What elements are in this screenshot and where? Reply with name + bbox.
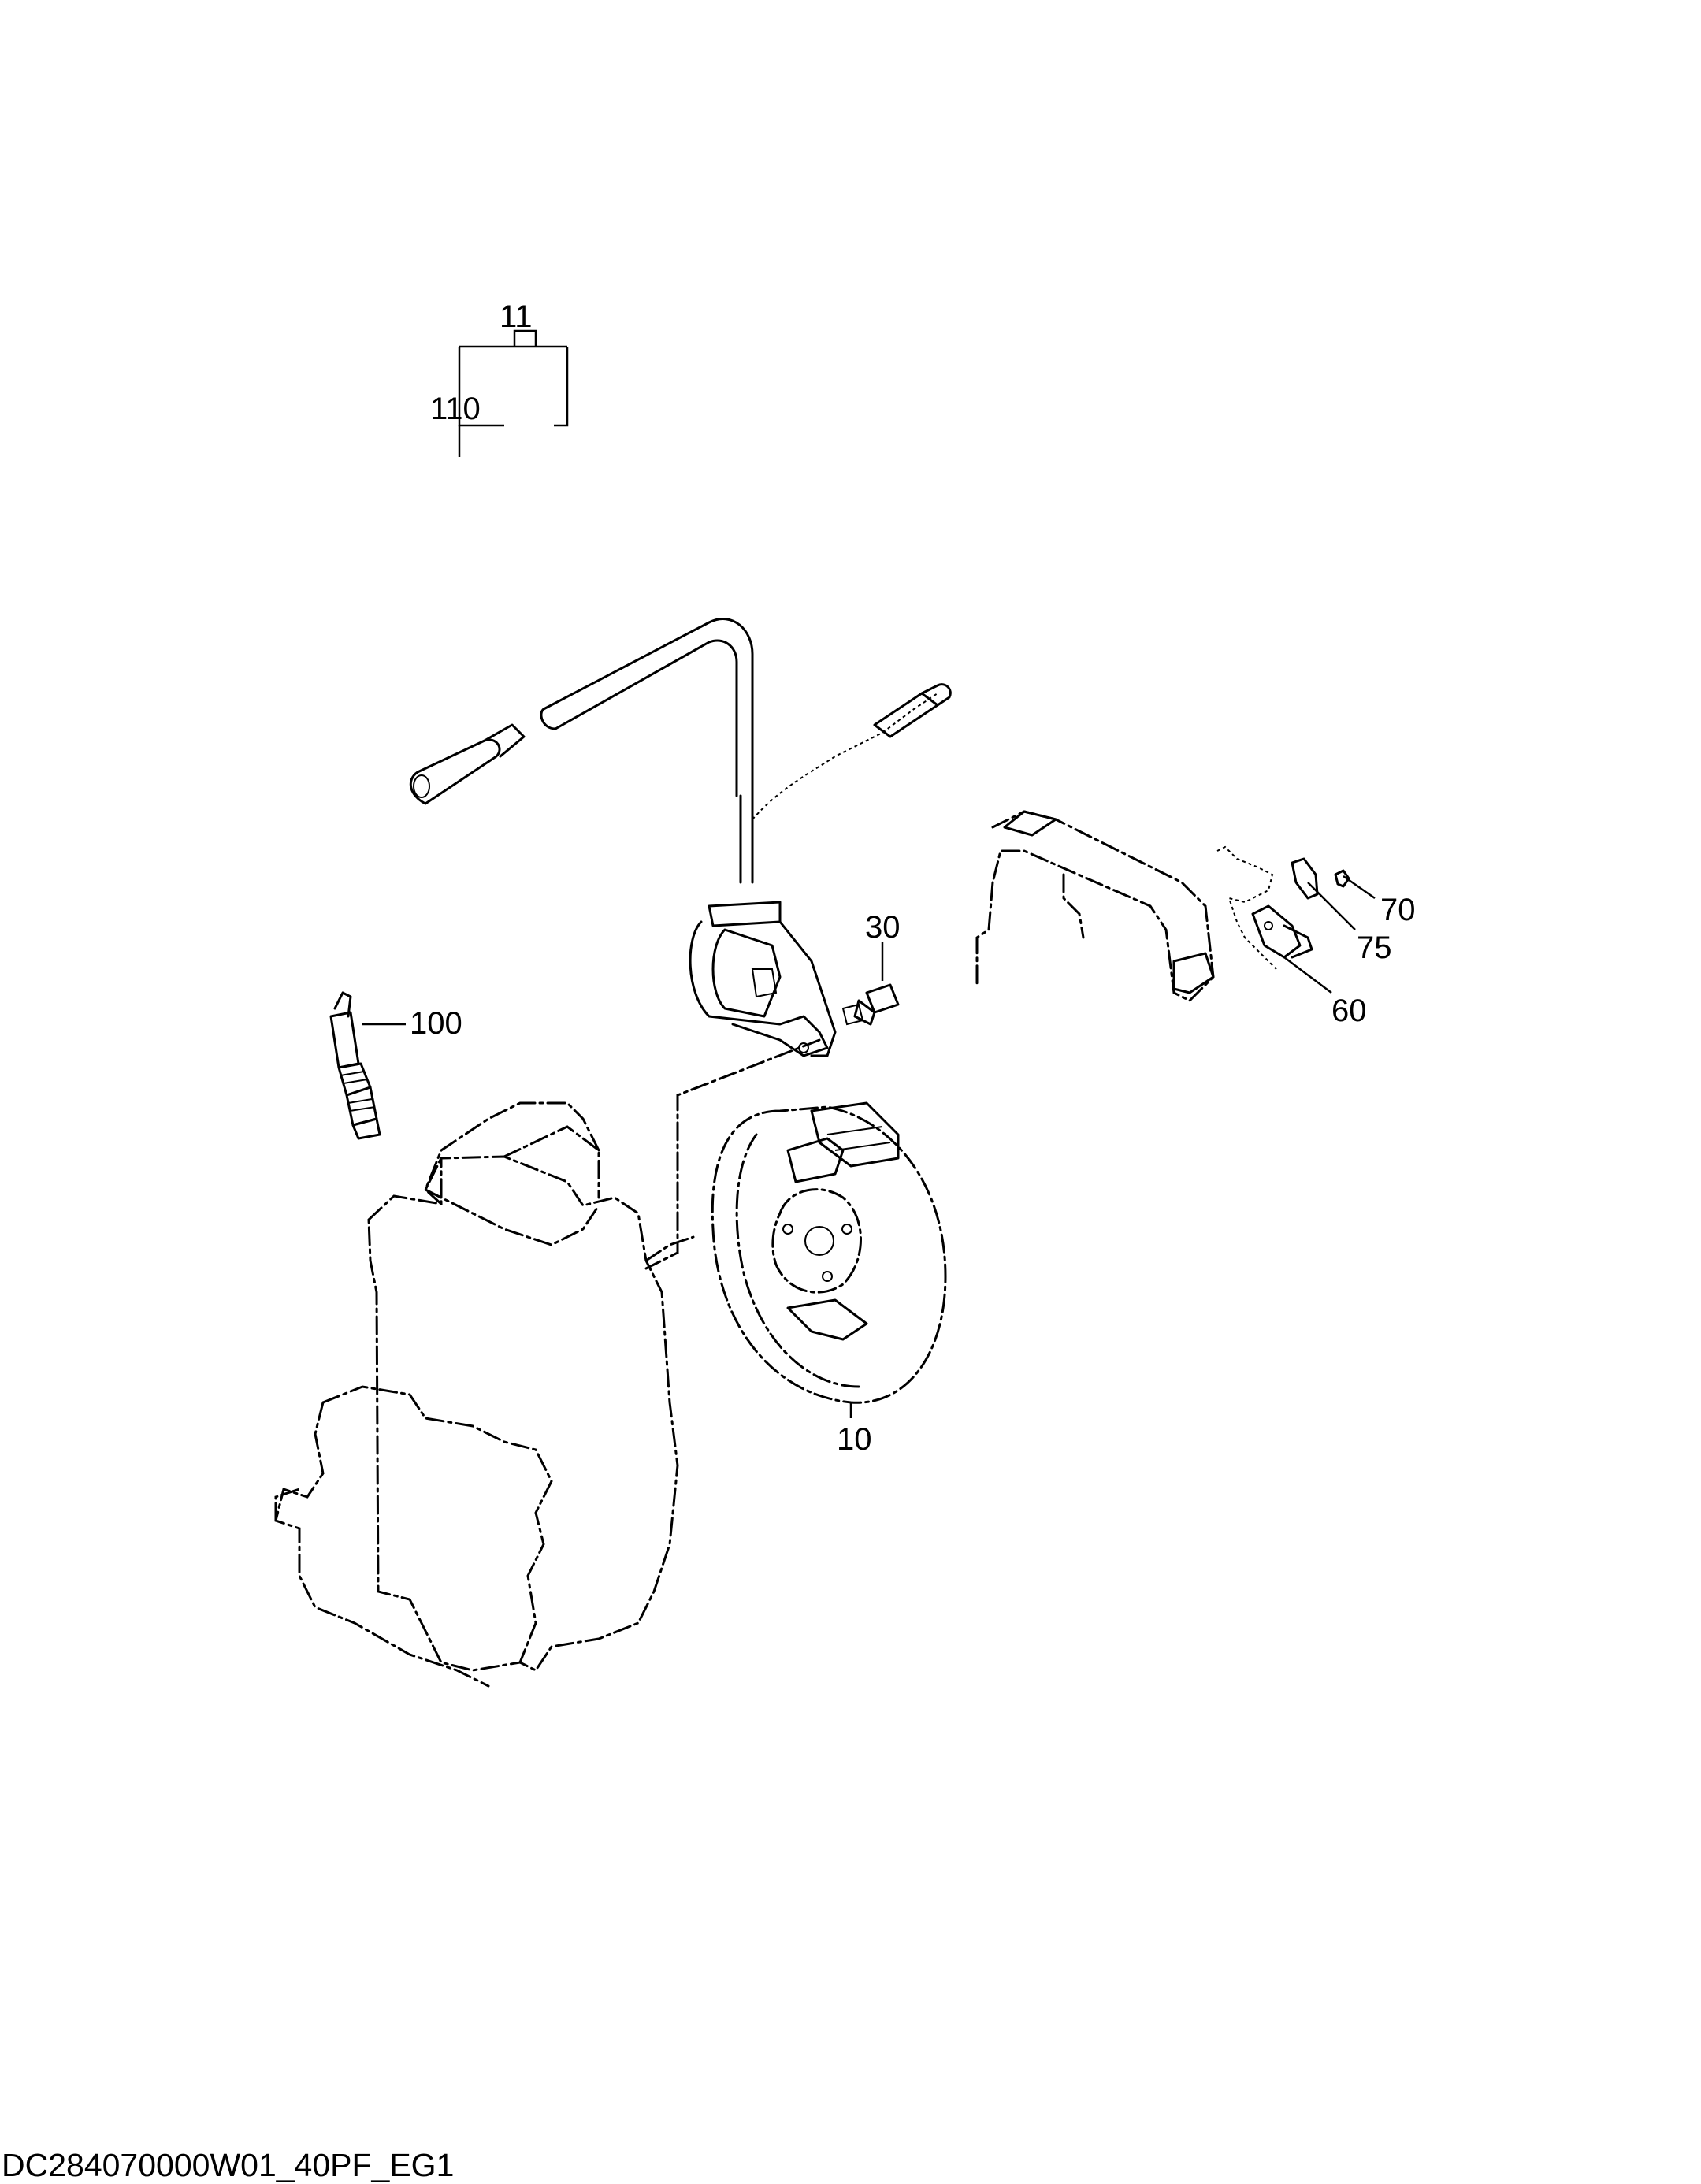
bolt xyxy=(841,983,900,1026)
callout-110: 110 xyxy=(430,392,481,426)
spark-plug xyxy=(329,991,381,1140)
flywheel-magneto xyxy=(711,1101,947,1404)
plug-cap xyxy=(409,723,526,805)
cover-outline xyxy=(975,810,1215,1002)
callout-11: 11 xyxy=(500,299,533,334)
callout-10: 10 xyxy=(837,1422,872,1457)
callout-60: 60 xyxy=(1331,994,1367,1028)
callout-labels: 11 110 30 70 75 60 100 10 xyxy=(410,299,1416,1457)
leader-lines xyxy=(362,329,1376,1418)
callout-75: 75 xyxy=(1357,930,1392,965)
engine-block-outline xyxy=(274,1101,695,1688)
callout-100: 100 xyxy=(410,1006,462,1041)
callout-70: 70 xyxy=(1380,893,1416,927)
callout-30: 30 xyxy=(865,910,901,945)
sensor-assembly xyxy=(1216,845,1350,970)
ignition-coil-assembly xyxy=(540,618,952,1057)
document-id: DC284070000W01_40PF_EG1 xyxy=(2,2147,455,2183)
